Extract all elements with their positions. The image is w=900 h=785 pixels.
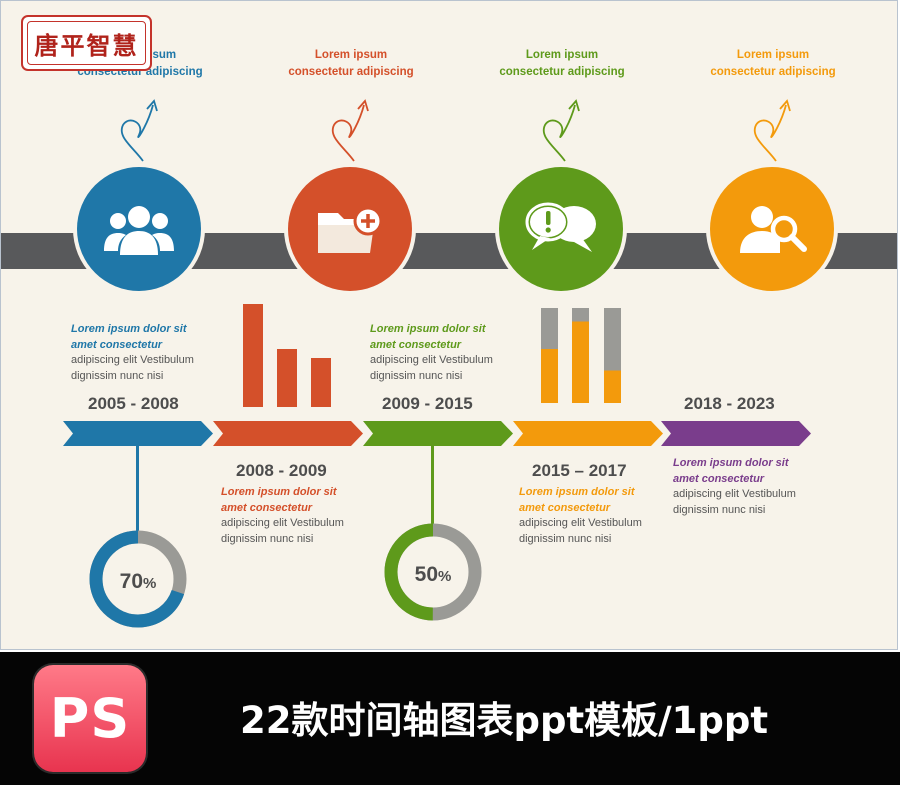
donut-chart-70: 70% — [89, 530, 187, 628]
desc-line: adipiscing elit Vestibulum — [370, 354, 493, 366]
connector-line — [431, 445, 434, 525]
desc-line: amet consectetur — [221, 501, 313, 514]
desc-line: adipiscing elit Vestibulum — [673, 488, 796, 500]
period-1-arrow — [63, 421, 213, 446]
period-3-description: Lorem ipsum dolor sit amet consectetur a… — [370, 322, 540, 384]
donut-value-arc — [384, 523, 482, 621]
desc-line: Lorem ipsum dolor sit — [71, 323, 187, 335]
desc-line: amet consectetur — [519, 501, 611, 514]
desc-line: dignissim nunc nisi — [519, 532, 612, 545]
period-5-description: Lorem ipsum dolor sit amet consectetur a… — [673, 456, 843, 518]
donut-value-arc — [89, 530, 187, 628]
milestone-2-label: Lorem ipsum consectetur adipiscing — [256, 47, 446, 81]
donut-chart-50: 50% — [384, 523, 482, 621]
squiggle-arrow-icon — [542, 99, 580, 162]
milestone-4-title: Lorem ipsum — [736, 49, 810, 61]
donut-label-number: 50 — [415, 563, 438, 586]
milestone-3-title: Lorem ipsum — [525, 49, 599, 61]
period-1-years: 2005 - 2008 — [88, 394, 179, 413]
period-2-arrow — [213, 421, 363, 446]
orange-bar — [604, 308, 621, 403]
period-4-years: 2015 – 2017 — [532, 461, 627, 480]
milestone-2-subtitle: consectetur adipiscing — [288, 66, 414, 78]
milestone-4-circle — [706, 163, 838, 295]
milestone-2-circle — [284, 163, 416, 295]
desc-line: dignissim nunc nisi — [370, 369, 463, 382]
milestone-4-label: Lorem ipsum consectetur adipiscing — [678, 47, 868, 81]
desc-line: adipiscing elit Vestibulum — [71, 354, 194, 366]
footer-banner — [0, 652, 900, 785]
desc-line: amet consectetur — [370, 338, 462, 351]
period-3-arrow — [363, 421, 513, 446]
timeline-infographic: Lorem ipsum consectetur adipiscing Lorem… — [0, 0, 898, 650]
stamp-text: 唐平智慧 — [34, 30, 139, 60]
period-5-arrow — [661, 421, 811, 446]
period-4-arrow — [513, 421, 663, 446]
period-2-years: 2008 - 2009 — [236, 461, 327, 480]
users-icon — [104, 206, 174, 255]
desc-line: adipiscing elit Vestibulum — [519, 517, 642, 529]
red-bar — [277, 349, 297, 407]
desc-line: dignissim nunc nisi — [71, 369, 164, 382]
red-bar — [243, 304, 263, 407]
desc-line: amet consectetur — [71, 338, 163, 351]
period-5-years: 2018 - 2023 — [684, 394, 775, 413]
period-2-description: Lorem ipsum dolor sit amet consectetur a… — [221, 485, 391, 547]
donut-label-suffix: % — [143, 575, 156, 592]
desc-line: dignissim nunc nisi — [673, 503, 766, 516]
desc-line: Lorem ipsum dolor sit — [673, 457, 789, 469]
milestone-1-circle — [73, 163, 205, 295]
milestone-3-circle — [495, 163, 627, 295]
milestone-2-title: Lorem ipsum — [314, 49, 388, 61]
ps-logo-icon: PS — [34, 665, 146, 772]
period-1-description: Lorem ipsum dolor sit amet consectetur a… — [71, 322, 241, 384]
user-search-icon — [740, 206, 807, 253]
footer-title: 22款时间轴图表ppt模板/1ppt — [240, 699, 769, 742]
desc-line: Lorem ipsum dolor sit — [221, 486, 337, 498]
period-3-years: 2009 - 2015 — [382, 394, 473, 413]
milestone-3-label: Lorem ipsum consectetur adipiscing — [467, 47, 657, 81]
chat-alert-icon — [525, 202, 596, 252]
desc-line: Lorem ipsum dolor sit — [519, 486, 635, 498]
red-bar — [311, 357, 331, 407]
desc-line: adipiscing elit Vestibulum — [221, 517, 344, 529]
squiggle-arrow-icon — [120, 99, 158, 162]
ps-logo-text: PS — [49, 687, 131, 750]
orange-bar — [541, 308, 558, 403]
orange-bar — [572, 308, 589, 403]
folder-add-icon — [318, 206, 383, 253]
connector-line — [136, 445, 139, 531]
milestone-4-subtitle: consectetur adipiscing — [710, 66, 836, 78]
squiggle-arrow-icon — [753, 99, 791, 162]
brand-stamp: 唐平智慧 — [21, 15, 152, 71]
desc-line: dignissim nunc nisi — [221, 532, 314, 545]
donut-label-number: 70 — [120, 570, 143, 593]
desc-line: amet consectetur — [673, 472, 765, 485]
period-4-description: Lorem ipsum dolor sit amet consectetur a… — [519, 485, 689, 547]
squiggle-arrow-icon — [331, 99, 369, 162]
donut-label: 70% — [120, 570, 157, 593]
desc-line: Lorem ipsum dolor sit — [370, 323, 486, 335]
milestone-3-subtitle: consectetur adipiscing — [499, 66, 625, 78]
donut-label-suffix: % — [438, 568, 451, 585]
donut-label: 50% — [415, 563, 452, 586]
